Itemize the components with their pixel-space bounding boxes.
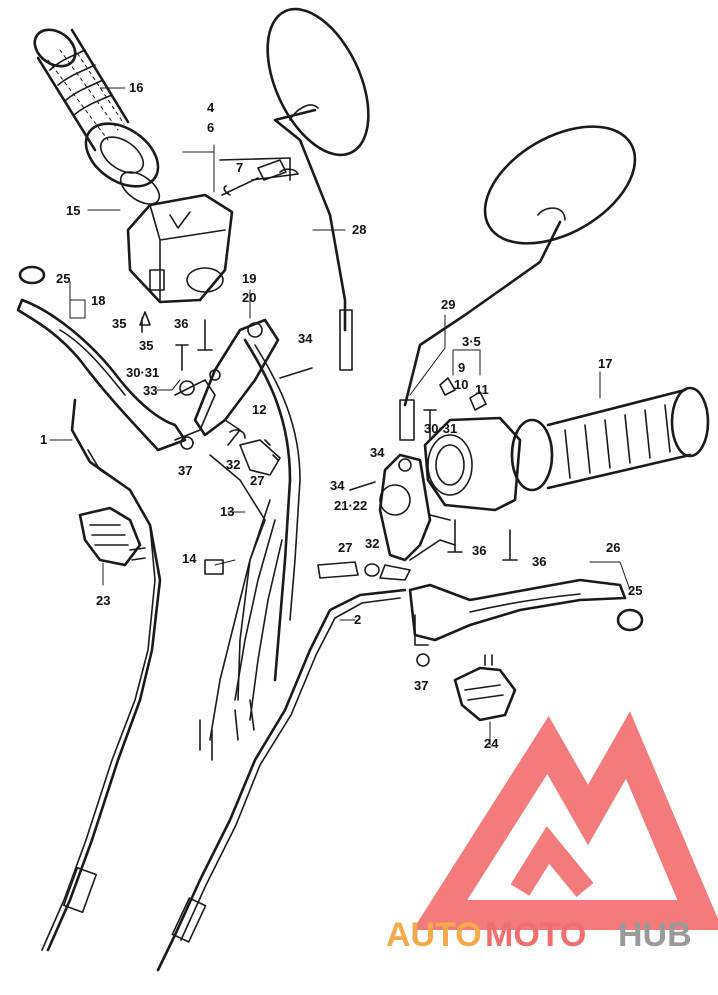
label-28: 28 (352, 222, 366, 237)
right-lever-bracket (317, 453, 518, 581)
throttle-cable-2 (156, 588, 407, 972)
label-25-right: 25 (628, 583, 642, 598)
label-9: 9 (458, 360, 465, 375)
label-4: 4 (207, 100, 215, 115)
label-21-22: 21·22 (334, 498, 367, 513)
label-27-b: 27 (338, 540, 352, 555)
label-12: 12 (252, 402, 266, 417)
label-35-a: 35 (112, 316, 126, 331)
watermark-text: AUTO MOTO HUB (386, 916, 692, 954)
label-24: 24 (484, 736, 499, 751)
right-switch-housing (423, 377, 522, 512)
label-13: 13 (220, 504, 234, 519)
label-2: 2 (354, 612, 361, 627)
label-26: 26 (606, 540, 620, 555)
label-27-a: 27 (250, 473, 264, 488)
watermark-part-auto: AUTO (386, 916, 482, 954)
label-25-left: 25 (56, 271, 70, 286)
label-34-b: 34 (370, 445, 385, 460)
right-grip (510, 386, 710, 492)
label-11: 11 (475, 382, 489, 397)
left-switch-23 (78, 506, 146, 567)
label-36-a: 36 (174, 316, 188, 331)
left-lever-bracket (139, 311, 313, 476)
small-connector-14 (204, 559, 224, 575)
label-6: 6 (207, 120, 214, 135)
label-37-b: 37 (414, 678, 428, 693)
label-3-5: 3·5 (462, 334, 481, 349)
label-16: 16 (129, 80, 143, 95)
label-17: 17 (598, 356, 612, 371)
label-36-c: 36 (532, 554, 546, 569)
label-37-a: 37 (178, 463, 192, 478)
label-35-b: 35 (139, 338, 153, 353)
label-32-a: 32 (226, 457, 240, 472)
watermark-part-hub: HUB (618, 916, 692, 954)
left-clutch-lever (16, 265, 216, 452)
label-1: 1 (40, 432, 47, 447)
label-34-a: 34 (298, 331, 313, 346)
label-29: 29 (441, 297, 455, 312)
label-30-31-b: 30·31 (424, 421, 457, 436)
right-switch-24 (453, 654, 517, 722)
clutch-cable-1 (41, 398, 162, 952)
label-23: 23 (96, 593, 110, 608)
left-mirror (266, 7, 370, 371)
watermark-logo-icon (412, 711, 718, 930)
label-14: 14 (182, 551, 197, 566)
label-7: 7 (236, 160, 243, 175)
right-brake-lever (408, 578, 644, 667)
label-10: 10 (454, 377, 468, 392)
label-33: 33 (143, 383, 157, 398)
label-30-31-a: 30·31 (126, 365, 159, 380)
label-32-b: 32 (365, 536, 379, 551)
label-19: 19 (242, 271, 256, 286)
wiring-harness (199, 338, 301, 761)
label-36-b: 36 (472, 543, 486, 558)
label-20: 20 (242, 290, 256, 305)
leader-lines (49, 87, 631, 746)
label-18: 18 (91, 293, 105, 308)
left-grip (33, 28, 161, 205)
label-15: 15 (66, 203, 80, 218)
watermark-part-moto: MOTO (485, 916, 586, 954)
label-34-c: 34 (330, 478, 345, 493)
part-labels: 16 4 6 7 15 28 25 18 19 20 35 36 34 29 3… (40, 80, 642, 751)
right-mirror (399, 125, 637, 441)
left-switch-housing (126, 157, 299, 304)
